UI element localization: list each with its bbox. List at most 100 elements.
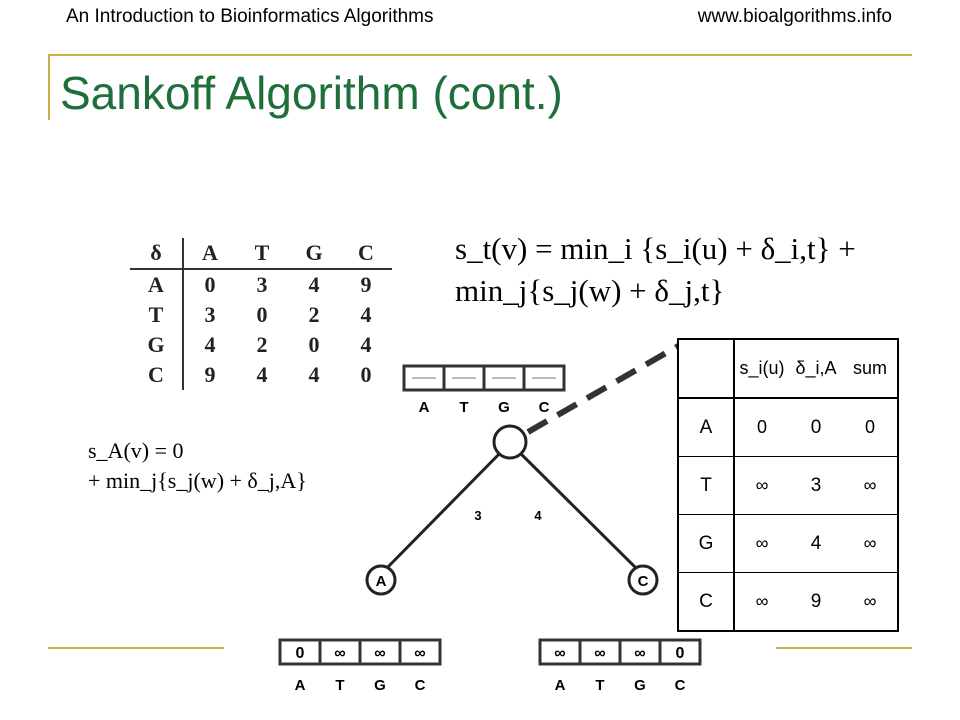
table-row: T 3 0 2 4: [130, 300, 392, 330]
top-array-letter-t: T: [459, 399, 468, 416]
right-array-value-a: ∞: [554, 645, 565, 662]
top-score-array: [402, 364, 566, 392]
table-row: C ∞ 9 ∞: [677, 572, 899, 632]
title-top-rule: [48, 54, 912, 56]
cost-row-label: A: [130, 269, 184, 300]
sa-formula-line-1: s_A(v) = 0: [88, 438, 184, 463]
slide-title: Sankoff Algorithm (cont.): [60, 67, 563, 119]
sum-cell: ∞: [734, 514, 789, 573]
sum-cell: 0: [734, 398, 789, 457]
title-left-rule: [48, 54, 50, 120]
cost-row-label: G: [130, 330, 184, 360]
cost-col-header: A: [183, 238, 236, 270]
sum-table-corner: [677, 338, 735, 399]
table-row: A 0 0 0: [677, 398, 899, 457]
cost-cell: 4: [360, 332, 372, 357]
sum-cell: ∞: [843, 514, 899, 573]
sum-row-label: T: [677, 456, 735, 515]
sum-col-header-sum: sum: [843, 338, 899, 399]
cost-row-label: C: [130, 360, 184, 390]
sum-cell: ∞: [734, 572, 789, 632]
top-array-letter-a: A: [419, 399, 430, 416]
recurrence-formula: s_t(v) = min_i {s_i(u) + δ_i,t} + min_j{…: [455, 228, 856, 312]
right-array-letter-c: C: [675, 677, 686, 694]
sum-row-label: C: [677, 572, 735, 632]
right-array-value-c: 0: [676, 645, 685, 662]
delta-cost-matrix: δ A T G C A 0 3 4 9 T 3 0 2 4 G 4 2 0 4 …: [130, 238, 392, 390]
table-row: G 4 2 0 4: [130, 330, 392, 360]
right-array-letter-t: T: [595, 677, 604, 694]
header-website: www.bioalgorithms.info: [697, 6, 892, 27]
right-array-letter-g: G: [634, 677, 646, 694]
cost-cell: 0: [308, 332, 320, 357]
sum-cell: 3: [789, 456, 843, 515]
right-array-value-g: ∞: [634, 645, 645, 662]
right-array-value-t: ∞: [594, 645, 605, 662]
bottom-right-rule: [776, 647, 912, 649]
sum-row-label: A: [677, 398, 735, 457]
left-array-value-c: ∞: [414, 645, 425, 662]
left-array-letter-c: C: [415, 677, 426, 694]
sa-formula-line-2: + min_j{s_j(w) + δ_j,A}: [88, 468, 307, 493]
header-course-title: An Introduction to Bioinformatics Algori…: [66, 6, 434, 27]
dashed-pointer: [526, 342, 682, 435]
right-leaf-score-array: [538, 638, 702, 666]
top-array-letter-c: C: [539, 399, 550, 416]
sum-cell: 9: [789, 572, 843, 632]
cost-row-label: T: [130, 300, 184, 330]
cost-cell: 4: [308, 362, 320, 387]
top-array-letter-g: G: [498, 399, 510, 416]
sum-cell: 0: [843, 398, 899, 457]
right-array-letter-a: A: [555, 677, 566, 694]
sum-cell: ∞: [734, 456, 789, 515]
sum-table: s_i(u) δ_i,A sum A 0 0 0 T ∞ 3 ∞ G ∞ 4 ∞…: [677, 338, 899, 632]
leaf-node-c: [627, 564, 659, 596]
table-row: C 9 4 4 0: [130, 360, 392, 390]
recurrence-line-2: min_j{s_j(w) + δ_j,t}: [455, 273, 725, 308]
edge-label-right: 4: [534, 508, 542, 523]
cost-cell: 3: [204, 302, 216, 327]
sum-row-label: G: [677, 514, 735, 573]
left-leaf-score-array: [278, 638, 442, 666]
sum-cell: ∞: [843, 456, 899, 515]
sum-col-header-delta: δ_i,A: [789, 338, 843, 399]
cost-cell: 4: [256, 362, 268, 387]
cost-cell: 4: [308, 272, 320, 297]
leaf-label-a: A: [376, 573, 387, 590]
internal-node: [492, 424, 528, 460]
cost-col-header: C: [340, 238, 392, 270]
sum-cell: 0: [789, 398, 843, 457]
cost-cell: 0: [256, 302, 268, 327]
table-row: A 0 3 4 9: [130, 269, 392, 300]
cost-cell: 4: [360, 302, 372, 327]
cost-col-header: T: [236, 238, 288, 270]
cost-cell: 4: [204, 332, 216, 357]
sum-col-header-si: s_i(u): [734, 338, 789, 399]
left-array-value-g: ∞: [374, 645, 385, 662]
tree-edge-left: [381, 446, 507, 574]
cost-cell: 3: [256, 272, 268, 297]
left-array-letter-a: A: [295, 677, 306, 694]
tree-edge-right: [513, 446, 642, 574]
table-row: G ∞ 4 ∞: [677, 514, 899, 573]
left-array-value-a: 0: [296, 645, 305, 662]
sum-cell: 4: [789, 514, 843, 573]
cost-corner: δ: [130, 238, 184, 270]
cost-cell: 2: [256, 332, 268, 357]
left-array-letter-t: T: [335, 677, 344, 694]
leaf-label-c: C: [638, 573, 649, 590]
edge-label-left: 3: [474, 508, 481, 523]
cost-cell: 9: [204, 362, 216, 387]
left-array-letter-g: G: [374, 677, 386, 694]
cost-cell: 0: [360, 362, 372, 387]
recurrence-line-1: s_t(v) = min_i {s_i(u) + δ_i,t} +: [455, 231, 856, 266]
left-array-value-t: ∞: [334, 645, 345, 662]
sum-cell: ∞: [843, 572, 899, 632]
cost-cell: 9: [360, 272, 372, 297]
bottom-left-rule: [48, 647, 224, 649]
sa-formula: s_A(v) = 0 + min_j{s_j(w) + δ_j,A}: [88, 436, 307, 496]
cost-cell: 0: [204, 272, 216, 297]
cost-col-header: G: [288, 238, 340, 270]
cost-cell: 2: [308, 302, 320, 327]
